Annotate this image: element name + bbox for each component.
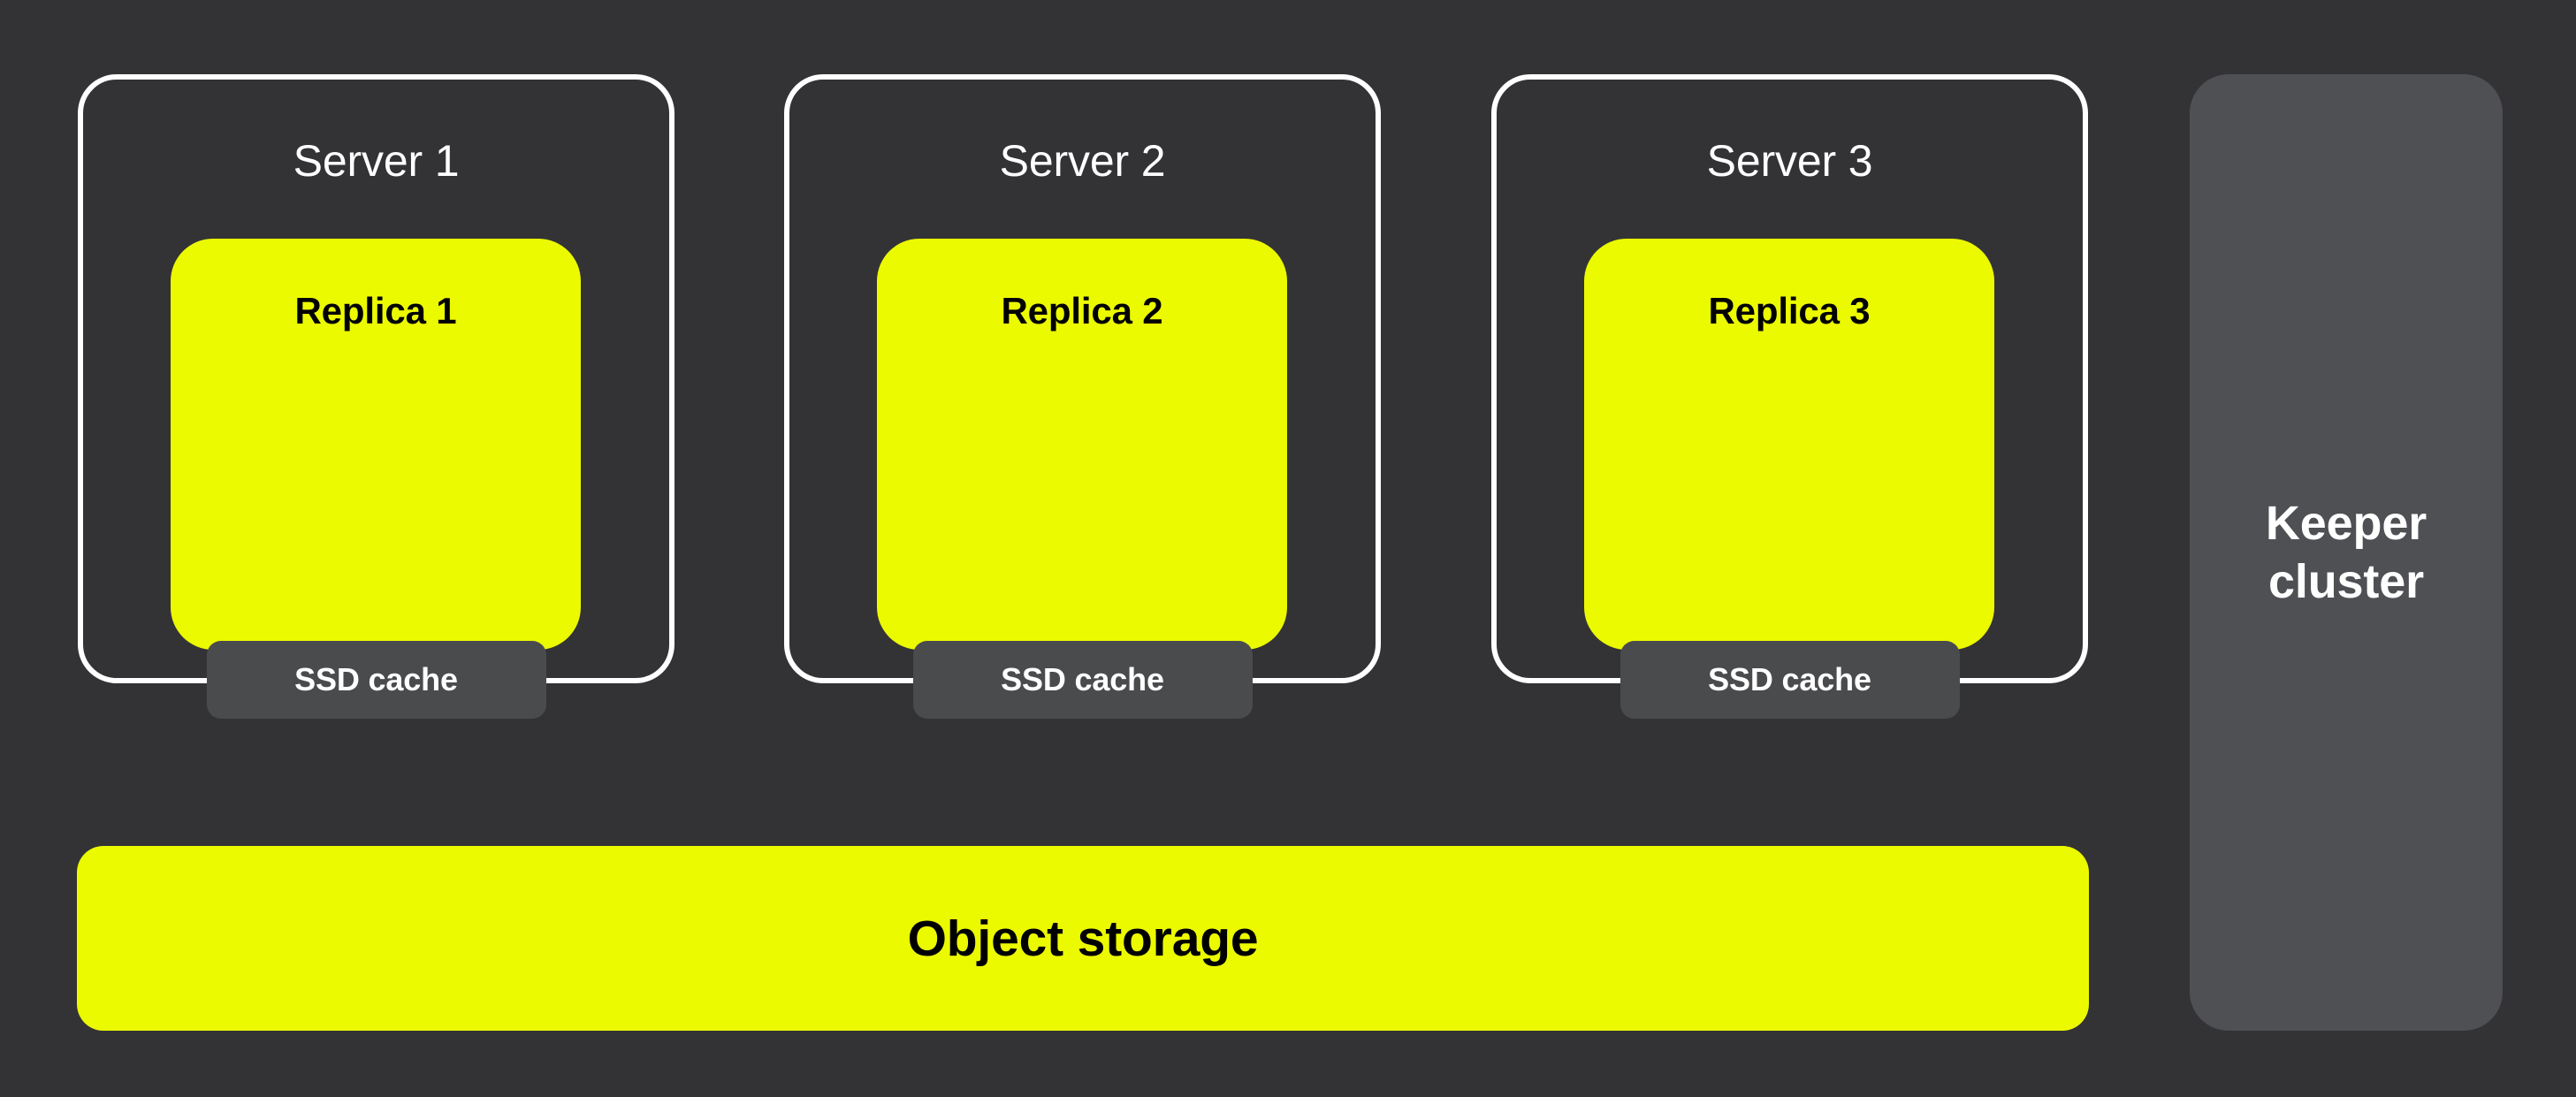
ssd-cache-pill-3: SSD cache: [1620, 641, 1960, 719]
replica-box-1: Replica 1: [171, 239, 581, 650]
ssd-cache-label-1: SSD cache: [294, 661, 458, 697]
object-storage-label: Object storage: [907, 910, 1259, 967]
object-storage-bar: Object storage: [77, 846, 2089, 1031]
server-label-1: Server 1: [293, 136, 460, 186]
server-group-1: Server 1 Replica 1 SSD cache: [78, 74, 674, 719]
ssd-cache-label-2: SSD cache: [1001, 661, 1164, 697]
replica-label-2: Replica 2: [1001, 290, 1163, 331]
replica-box-3: Replica 3: [1584, 239, 1994, 650]
keeper-cluster-label-line-2: cluster: [2268, 555, 2424, 608]
replica-label-3: Replica 3: [1708, 290, 1871, 331]
replica-box-2: Replica 2: [877, 239, 1287, 650]
ssd-cache-label-3: SSD cache: [1708, 661, 1871, 697]
server-group-2: Server 2 Replica 2 SSD cache: [784, 74, 1381, 719]
ssd-cache-pill-2: SSD cache: [912, 641, 1253, 719]
keeper-cluster-box: Keeper cluster: [2190, 74, 2503, 1031]
server-label-3: Server 3: [1706, 136, 1873, 186]
keeper-cluster-label-line-1: Keeper: [2265, 497, 2427, 550]
server-group-3: Server 3 Replica 3 SSD cache: [1491, 74, 2088, 719]
server-label-2: Server 2: [999, 136, 1166, 186]
ssd-cache-pill-1: SSD cache: [206, 641, 546, 719]
replica-label-1: Replica 1: [294, 290, 457, 331]
